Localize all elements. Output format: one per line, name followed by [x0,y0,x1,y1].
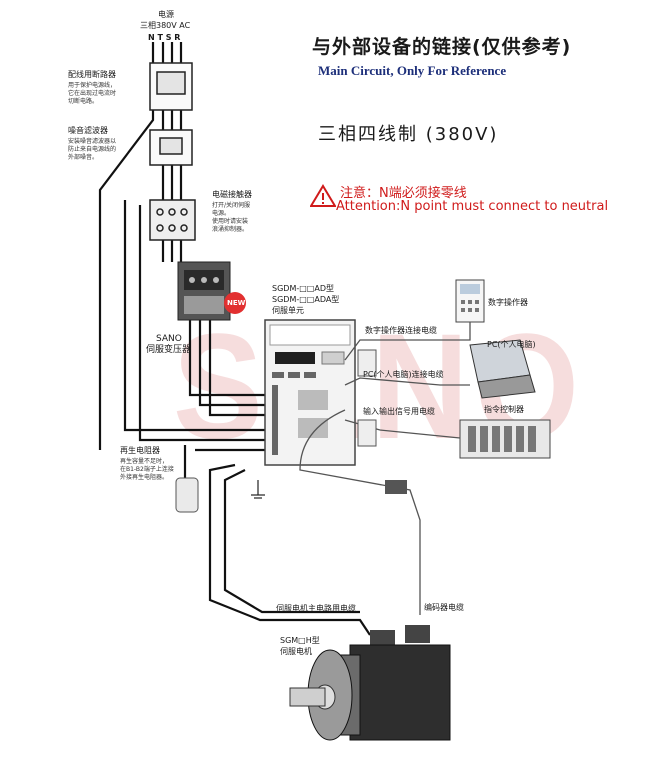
operator-cable-label: 数字操作器连接电缆 [365,326,437,335]
transformer-label: 伺服变压器 [146,345,192,355]
contactor-desc-4: 浪涌抑制器。 [212,226,249,233]
system-label: 三相四线制 (380V) [318,124,499,145]
motor-label: 伺服电机 [280,647,312,656]
regen-desc-1: 再生容量不足时， [120,458,169,465]
digital-operator-label: 数字操作器 [488,298,528,307]
contactor-desc-2: 电源。 [212,210,231,217]
contactor-desc-1: 打开/关闭伺服 [212,202,251,209]
pc-cable-label: PC(个人电脑)连接电缆 [363,370,444,379]
warning-triangle-icon [310,184,336,207]
warning-text-en: Attention:N point must connect to neutra… [336,199,609,214]
motor-model-label: SGM□H型 [280,636,320,645]
filter-desc-1: 安装噪音滤波器以 [68,138,117,145]
power-label-cn: 电源 [158,10,174,19]
regen-desc-3: 外接再生电阻器。 [120,474,169,481]
page-subtitle: Main Circuit, Only For Reference [318,63,507,78]
filter-desc-3: 外部噪音。 [68,154,99,161]
servo-unit-label: 伺服单元 [272,306,304,315]
breaker-desc-1: 用于保护电源线， [68,82,117,89]
power-terminals: N T S R [148,33,181,42]
filter-title: 噪音滤波器 [68,126,108,135]
warning-text-cn: 注意：N端必须接零线 [340,186,467,201]
regen-desc-2: 在B1-B2端子上连接 [120,466,174,473]
io-cable-label: 输入输出信号用电缆 [363,407,435,416]
pc-label: PC(个人电脑) [487,340,536,349]
power-label-voltage: 三相380V AC [140,21,191,30]
contactor-desc-3: 使用时请安装 [212,218,249,225]
encoder-cable-label: 编码器电缆 [424,603,464,612]
page-title: 与外部设备的链接(仅供参考) [312,36,572,58]
breaker-title: 配线用断路器 [68,70,116,79]
contactor-title: 电磁接触器 [212,190,252,199]
new-badge: NEW [227,299,246,307]
breaker-desc-3: 切断电路。 [68,98,99,105]
filter-desc-2: 防止来自电源线的 [68,146,117,153]
regen-title: 再生电阻器 [120,446,160,455]
controller-label: 指令控制器 [484,405,524,414]
servo-model-2: SGDM-□□ADA型 [272,295,340,304]
transformer-brand: SANO [156,334,182,344]
breaker-desc-2: 它在出现过电流时 [68,90,117,97]
servo-model-1: SGDM-□□AD型 [272,284,334,293]
motor-main-cable-label: 伺服电机主电路用电缆 [276,604,356,613]
